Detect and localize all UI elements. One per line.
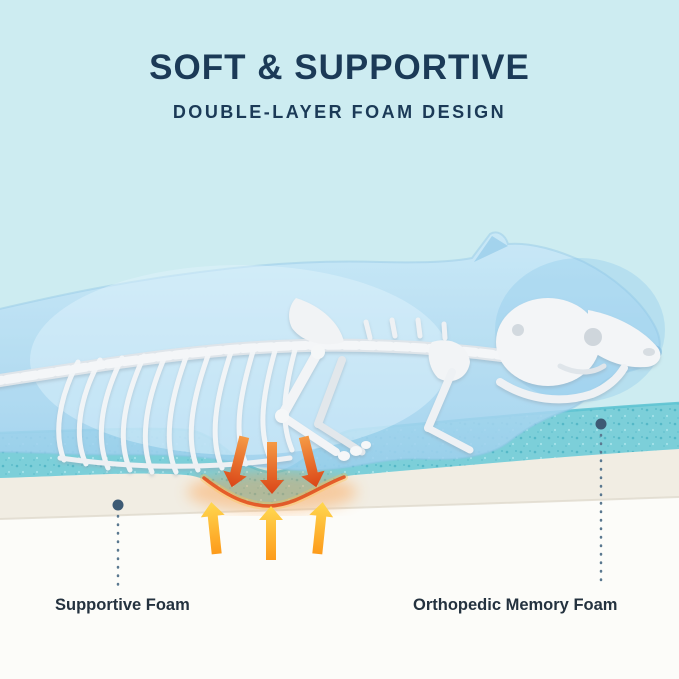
pressure-down-arrow (298, 435, 325, 488)
dog-body-highlight (30, 265, 450, 455)
pressure-down-arrow (223, 435, 250, 488)
support-up-arrow (200, 502, 225, 555)
support-up-arrows (200, 502, 334, 560)
pressure-down-arrows (223, 435, 325, 494)
pressure-down-arrow (260, 442, 284, 494)
leader-dot (112, 499, 124, 511)
floor-background (0, 497, 679, 679)
skull (496, 298, 661, 404)
orthopedic-memory-foam-label: Orthopedic Memory Foam (413, 596, 618, 614)
pelvis (428, 340, 470, 382)
supportive-foam-label: Supportive Foam (55, 596, 190, 614)
page-subtitle: DOUBLE-LAYER FOAM DESIGN (172, 102, 507, 122)
leader-dot (595, 418, 607, 430)
leader-lines (112, 418, 607, 590)
sternum (57, 455, 293, 469)
support-up-arrow (259, 506, 283, 560)
dog-skeleton (0, 298, 661, 475)
support-up-arrow (309, 502, 334, 555)
front-leg-bones (277, 347, 340, 456)
scapula (289, 298, 344, 345)
eye-socket (584, 328, 602, 346)
header: SOFT & SUPPORTIVE DOUBLE-LAYER FOAM DESI… (0, 48, 679, 123)
jaw (496, 364, 628, 404)
dog-ear (474, 236, 508, 262)
rib-cage (56, 343, 299, 475)
page-title: SOFT & SUPPORTIVE (149, 48, 530, 87)
